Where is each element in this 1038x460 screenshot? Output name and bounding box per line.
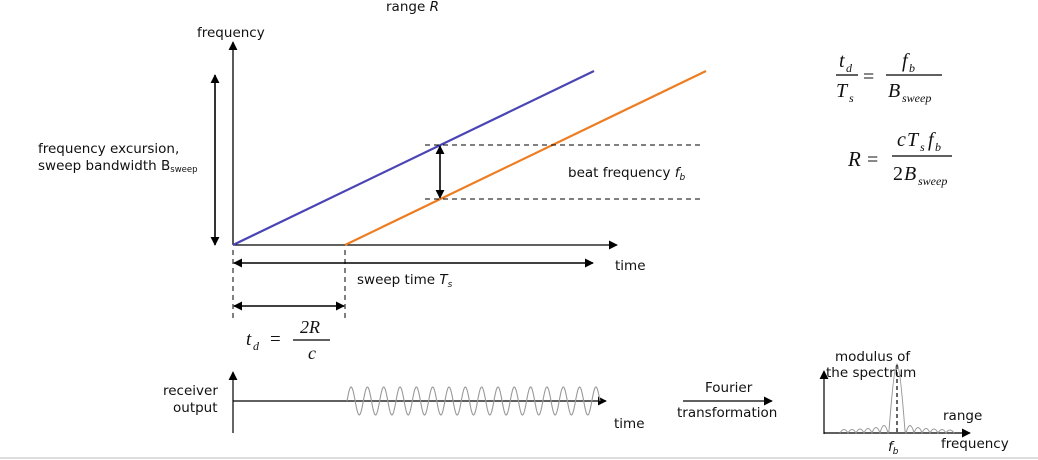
spectrum-fb-label: fb: [888, 439, 899, 457]
svg-text:b: b: [935, 140, 941, 154]
svg-text:2: 2: [893, 163, 903, 185]
beat-frequency-label: beat frequency fb: [568, 165, 686, 183]
svg-text:c: c: [308, 343, 316, 363]
svg-text:d: d: [253, 339, 260, 353]
spectrum-label-line1: modulus of: [835, 349, 911, 365]
formula-range: R = c T s f b 2 B sweep: [847, 129, 952, 188]
svg-text:t: t: [839, 50, 845, 72]
beat-signal-wave: [346, 386, 601, 416]
receiver-label-line1: receiver: [163, 383, 218, 399]
svg-text:R: R: [847, 147, 861, 171]
td-formula: t d = 2R c: [246, 317, 330, 363]
x-axis-label: time: [615, 258, 646, 274]
svg-text:B: B: [904, 163, 916, 185]
svg-text:2R: 2R: [300, 317, 320, 337]
svg-text:sweep: sweep: [902, 91, 931, 105]
svg-text:B: B: [888, 80, 900, 102]
svg-text:s: s: [920, 140, 925, 154]
svg-text:t: t: [246, 329, 252, 350]
svg-text:f: f: [902, 50, 910, 72]
excursion-label-line1: frequency excursion,: [38, 141, 179, 157]
fourier-label-line1: Fourier: [705, 380, 753, 396]
svg-text:d: d: [846, 61, 853, 75]
svg-text:=: =: [270, 329, 281, 350]
rx-chirp-line: [344, 70, 707, 246]
svg-text:s: s: [849, 91, 854, 105]
y-axis-label: frequency: [197, 25, 265, 41]
svg-text:c: c: [897, 129, 906, 151]
svg-text:sweep: sweep: [918, 174, 947, 188]
svg-text:=: =: [863, 66, 874, 88]
receiver-time-label: time: [614, 416, 645, 432]
svg-text:b: b: [909, 61, 915, 75]
tx-chirp-line: [232, 70, 595, 246]
spectrum-range-label: range: [943, 408, 982, 424]
svg-text:T: T: [907, 129, 920, 151]
formula-ratio: t d T s = f b B sweep: [836, 50, 942, 105]
spectrum-curve: [839, 363, 955, 435]
fourier-label-line2: transformation: [677, 405, 777, 421]
spectrum-frequency-label: frequency: [941, 436, 1009, 452]
excursion-label-line2: sweep bandwidth Bsweep: [38, 158, 198, 175]
svg-text:f: f: [928, 129, 936, 151]
receiver-label-line2: output: [173, 400, 218, 416]
sweep-time-label: sweep time Ts: [357, 272, 453, 290]
svg-text:T: T: [836, 80, 849, 102]
spectrum-label-line2: the spectrum: [826, 365, 916, 381]
top-range-label: range R: [386, 0, 439, 15]
svg-text:=: =: [867, 149, 878, 171]
